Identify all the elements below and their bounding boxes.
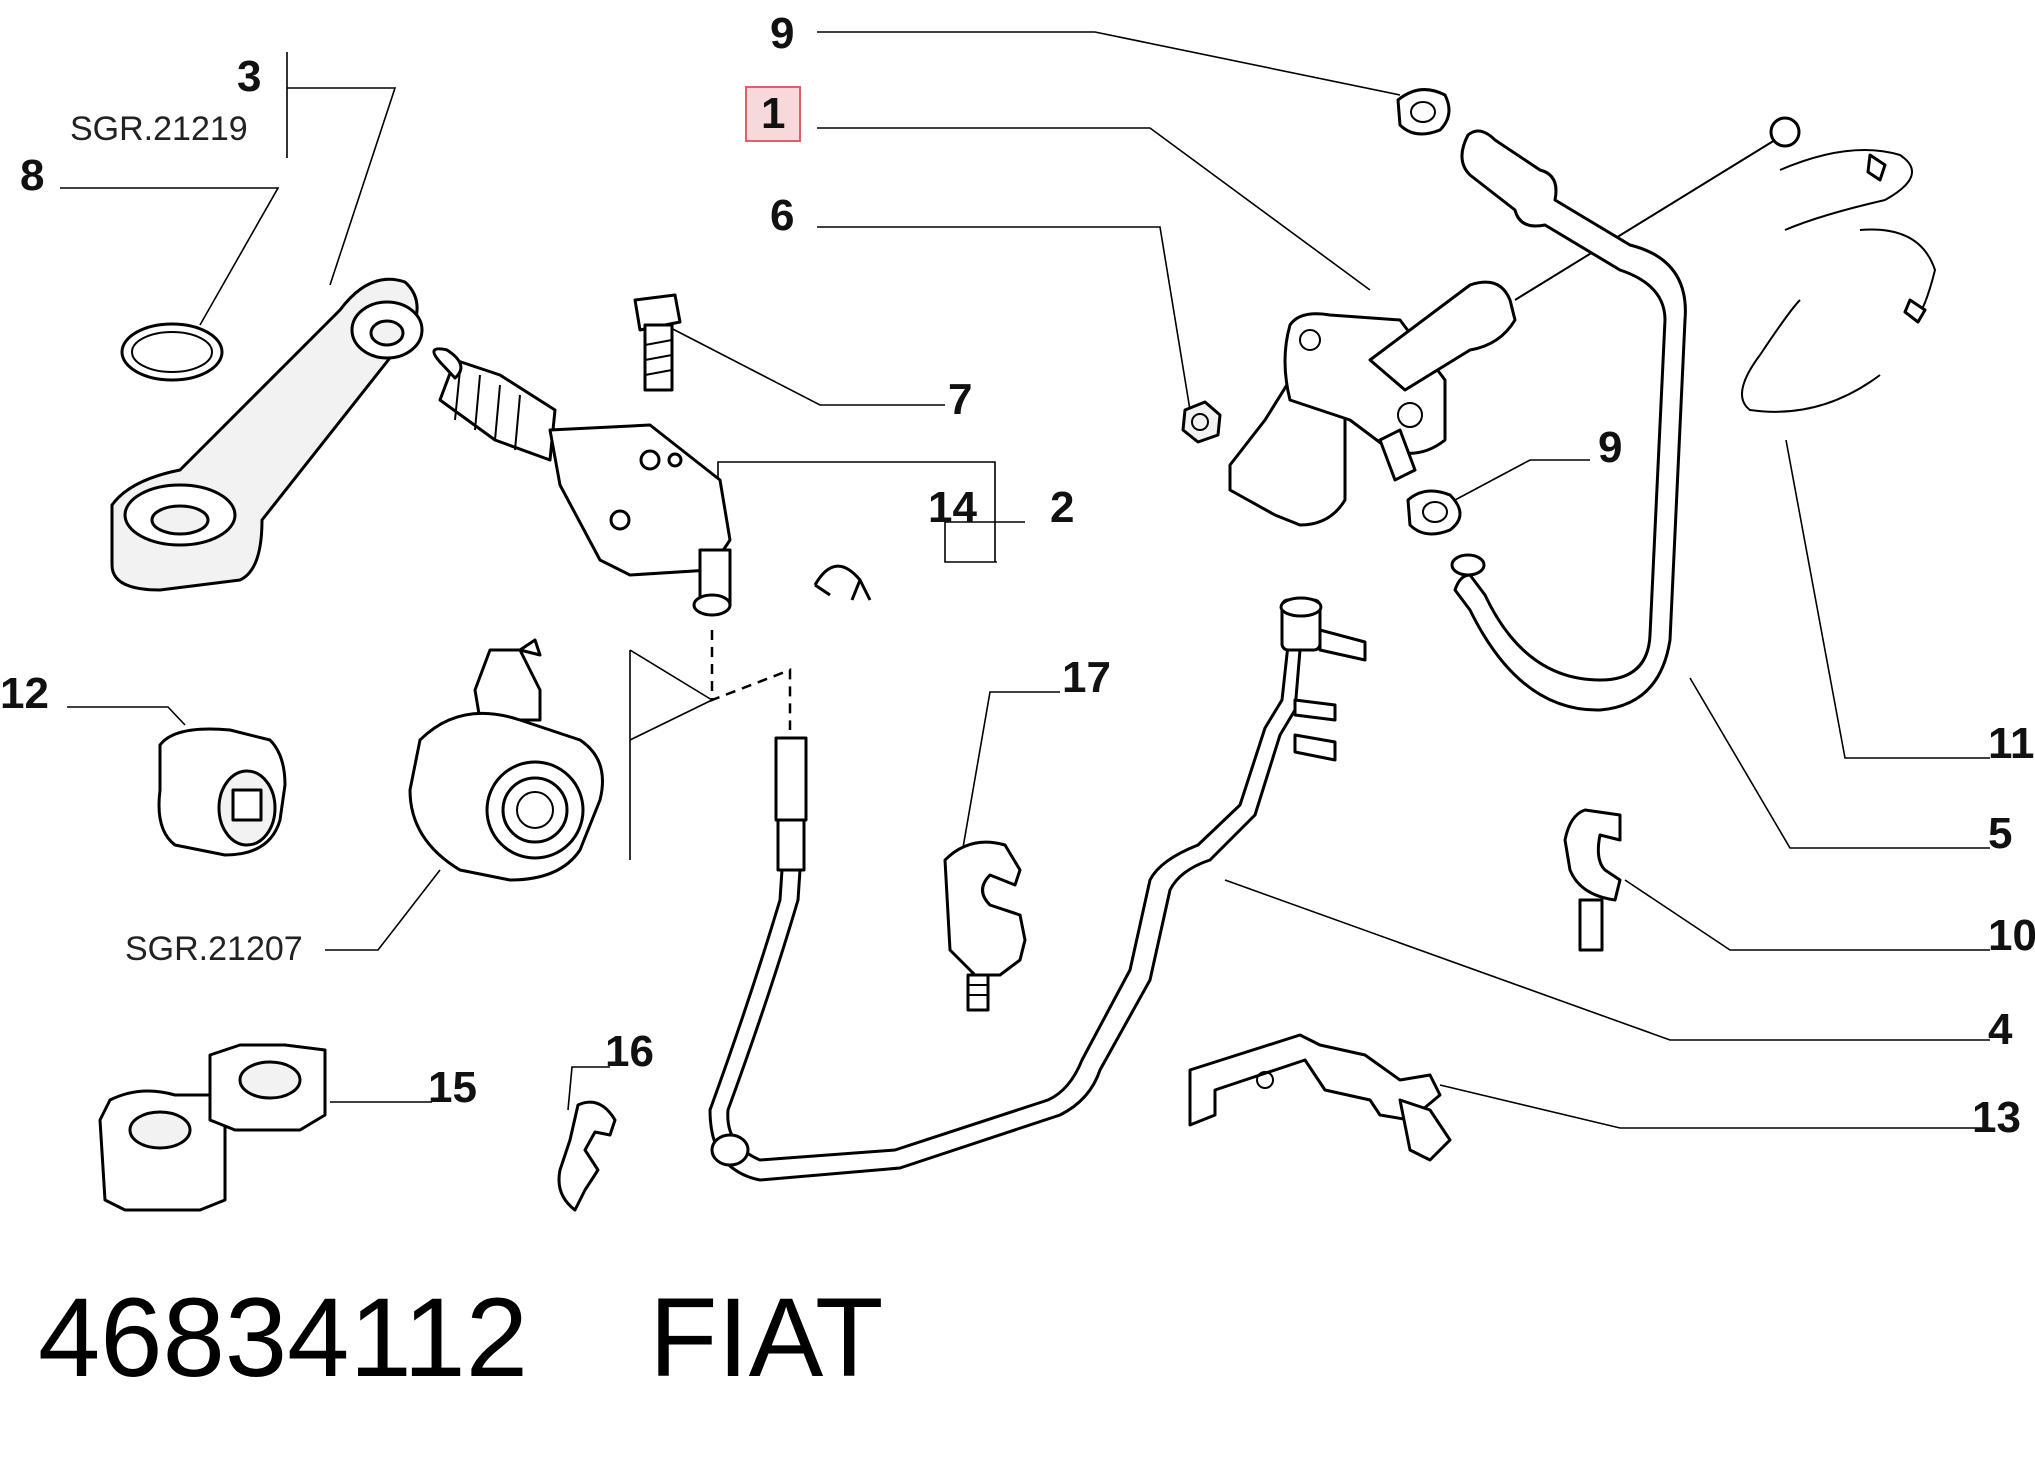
reference-sgr-21219: SGR.21219 — [70, 110, 248, 148]
callout-14: 14 — [928, 483, 977, 532]
callout-1-highlighted[interactable]: 1 — [745, 86, 802, 142]
callout-17: 17 — [1062, 653, 1111, 702]
part-1-master-cylinder — [1228, 116, 1801, 527]
leader-lines — [60, 31, 1990, 1129]
part-2-cylinder — [432, 347, 732, 617]
part-5-hose — [1450, 129, 1687, 712]
part-13-bracket — [1188, 1033, 1452, 1162]
callout-8: 8 — [20, 151, 45, 200]
callout-10: 10 — [1988, 911, 2035, 960]
callout-9-upper: 9 — [770, 9, 795, 58]
callout-16: 16 — [605, 1027, 654, 1076]
part-8-snap-ring — [120, 322, 224, 382]
callout-13: 13 — [1972, 1093, 2021, 1142]
part-17-bracket — [943, 840, 1027, 1012]
callout-9-lower: 9 — [1598, 423, 1623, 472]
footer: 46834112 FIAT — [38, 1282, 883, 1394]
assembly-path — [629, 630, 792, 860]
callout-4: 4 — [1988, 1005, 2013, 1054]
part-15-double-clip — [98, 1043, 327, 1212]
part-14-clip — [813, 564, 872, 601]
part-9-clamp-lower — [1406, 489, 1462, 536]
callout-15: 15 — [428, 1063, 477, 1112]
part-16-clip — [557, 1100, 617, 1212]
callout-5: 5 — [1988, 809, 2013, 858]
callout-7: 7 — [948, 375, 973, 424]
callout-6: 6 — [770, 191, 795, 240]
part-6-nut — [1181, 400, 1222, 444]
callout-12: 12 — [0, 669, 49, 718]
part-12-bush — [157, 727, 287, 857]
callout-11: 11 — [1988, 719, 2035, 768]
part-3-lever — [110, 277, 424, 592]
part-11-band — [1741, 149, 1937, 413]
part-number: 46834112 — [38, 1275, 528, 1400]
concentric-slave-cylinder — [408, 638, 604, 882]
part-9-clamp-upper — [1396, 88, 1451, 136]
callout-2: 2 — [1050, 483, 1075, 532]
reference-sgr-21207: SGR.21207 — [125, 930, 303, 968]
part-4-pipe — [708, 596, 1367, 1182]
part-10-clip — [1563, 808, 1622, 952]
part-7-bolt — [633, 293, 682, 392]
callout-3: 3 — [237, 52, 262, 101]
brand-name: FIAT — [649, 1275, 884, 1400]
